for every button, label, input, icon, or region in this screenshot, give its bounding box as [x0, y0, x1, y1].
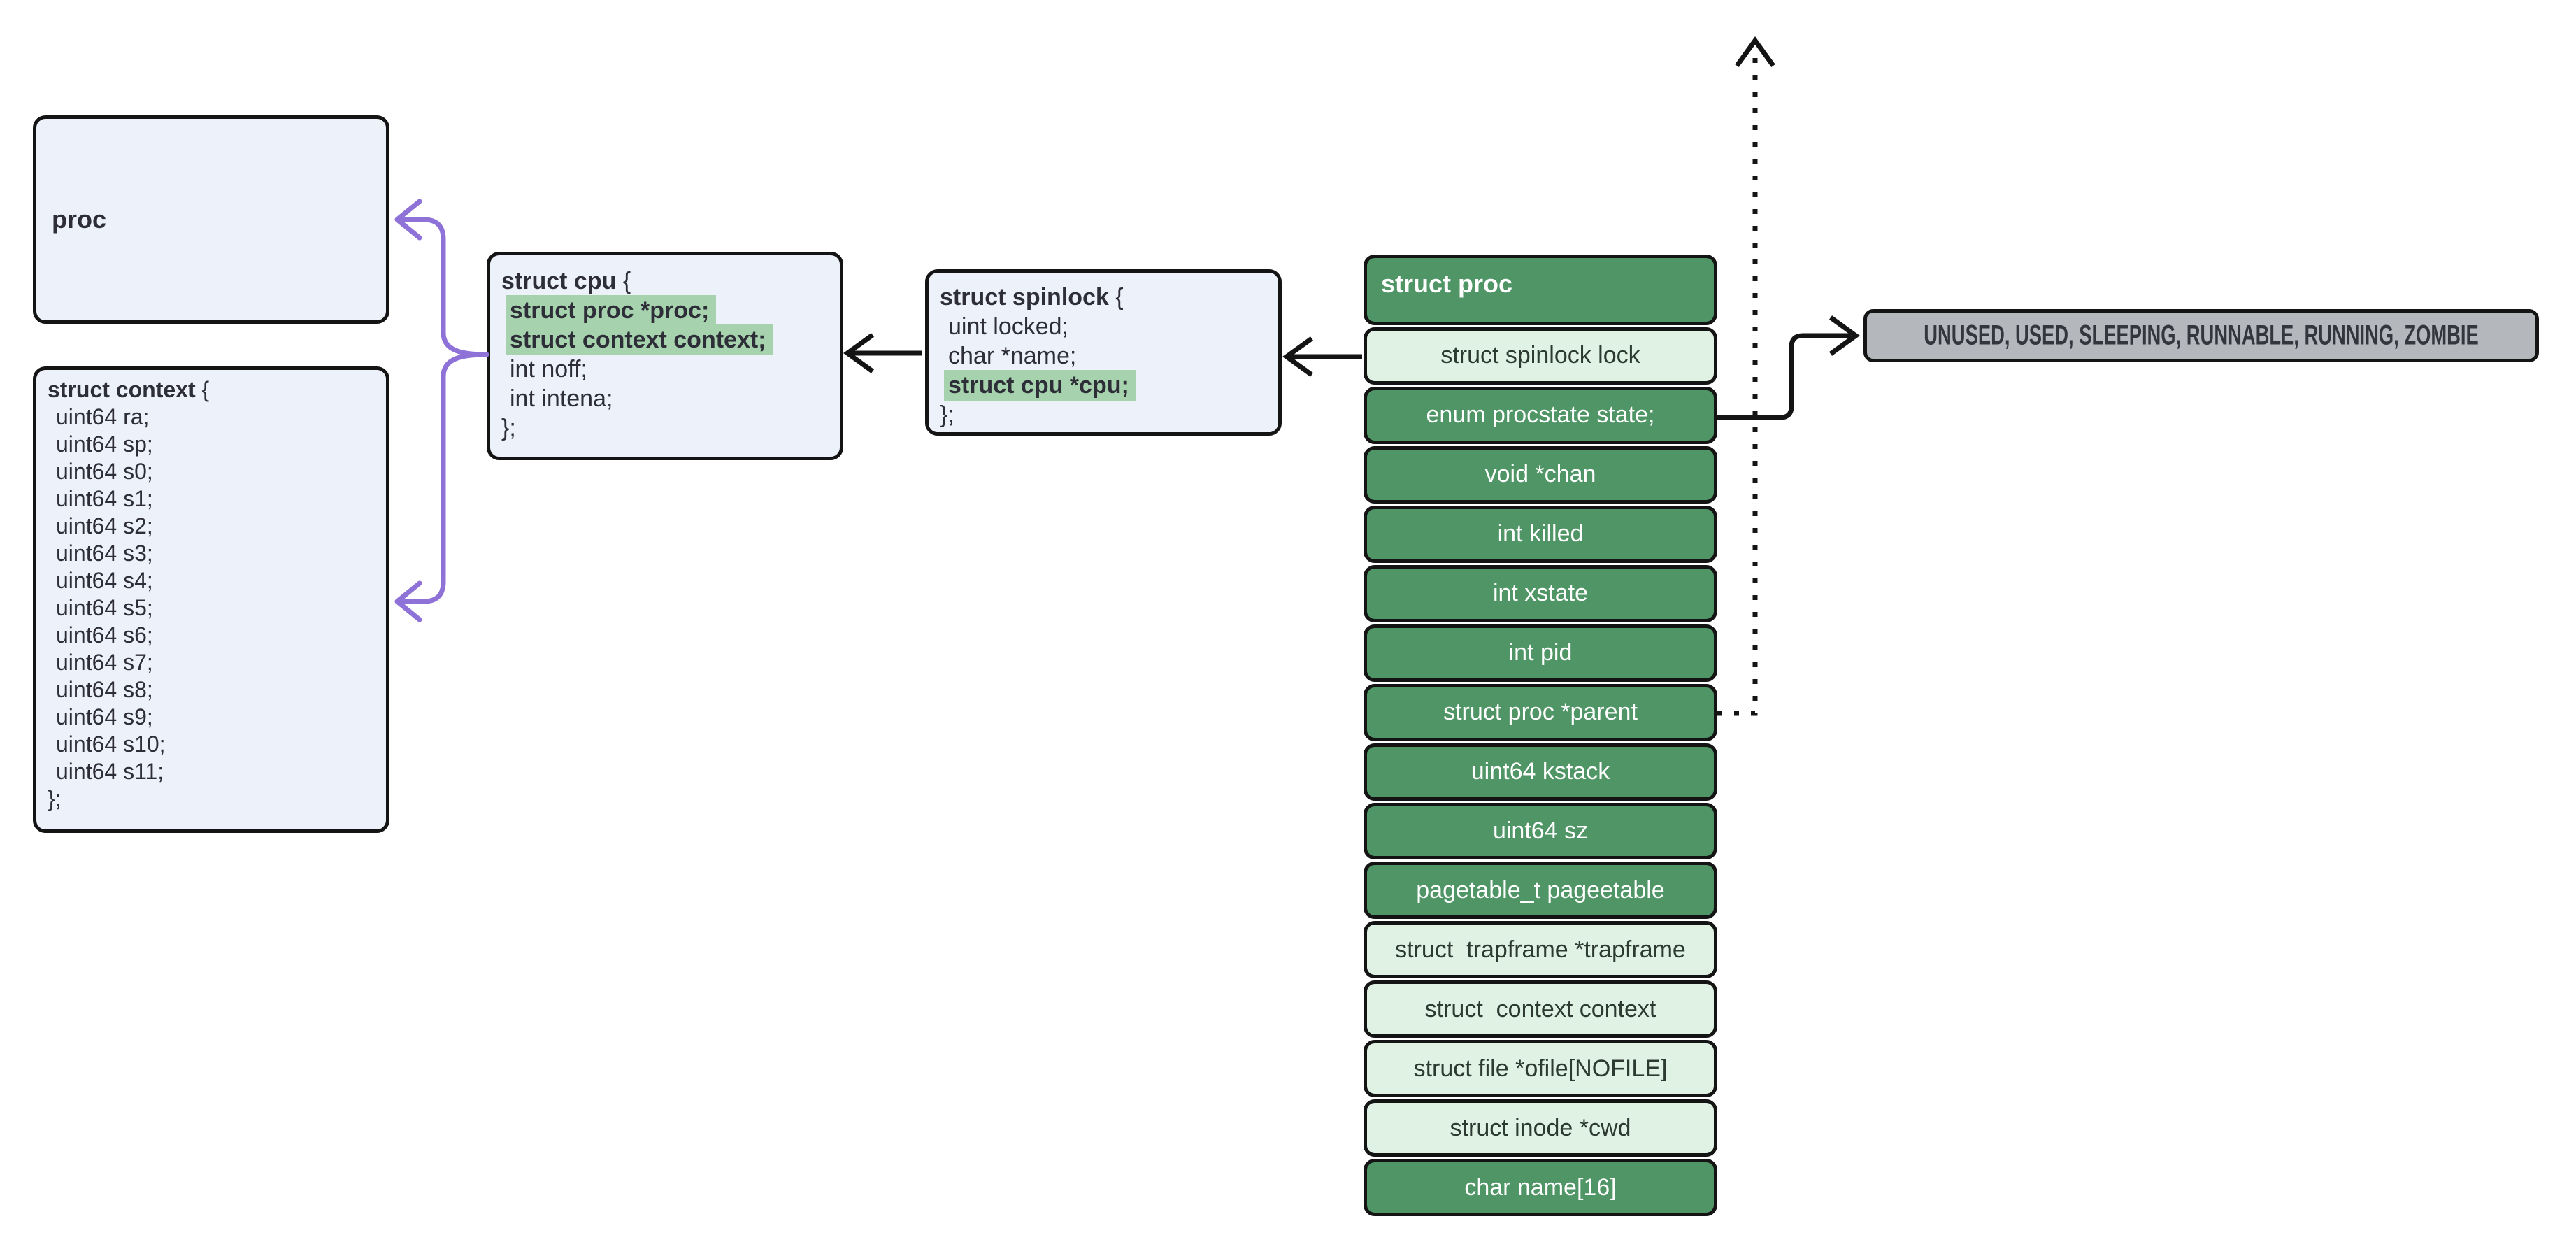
struct-proc-table-header: struct proc — [1364, 255, 1717, 325]
struct-context-box: struct context {uint64 ra;uint64 sp;uint… — [33, 366, 389, 833]
code-line: struct context { — [48, 377, 210, 402]
table-row: struct proc *parent — [1364, 683, 1717, 741]
table-row: struct context context — [1364, 980, 1717, 1039]
code-line: uint64 s11; — [56, 759, 164, 784]
arrow-table-to-spinlock-head — [1282, 336, 1314, 377]
code-line: }; — [501, 415, 516, 441]
table-row: struct spinlock lock — [1364, 327, 1717, 385]
struct-spinlock-box: struct spinlock {uint locked; char *name;… — [925, 269, 1282, 436]
table-row: uint64 kstack — [1364, 743, 1717, 801]
table-row-label: void *chan — [1484, 461, 1596, 488]
code-line: uint locked; — [948, 313, 1068, 340]
code-line: char *name; — [948, 343, 1077, 369]
table-row-label: struct context context — [1424, 995, 1656, 1022]
code-line: struct context context; — [501, 324, 833, 355]
code-line: int intena; — [510, 385, 613, 412]
table-row: void *chan — [1364, 445, 1717, 504]
table-row: struct inode *cwd — [1364, 1099, 1717, 1157]
code-line: }; — [940, 401, 954, 428]
table-row-label: int xstate — [1492, 580, 1589, 607]
table-row: enum procstate state; — [1364, 386, 1717, 444]
table-row-label: struct inode *cwd — [1450, 1114, 1631, 1141]
code-line: uint64 s1; — [56, 486, 153, 511]
code-line: }; — [48, 786, 62, 811]
arrow-state-to-enum-box-head — [1829, 315, 1860, 356]
table-row: pagetable_t pageetable — [1364, 862, 1717, 920]
code-line: uint64 sp; — [56, 431, 153, 457]
code-line: int noff; — [510, 356, 587, 383]
struct-context-code: struct context {uint64 ra;uint64 sp;uint… — [48, 376, 379, 813]
table-row: struct trapframe *trapframe — [1364, 921, 1717, 979]
table-row: int xstate — [1364, 564, 1717, 622]
table-row: struct file *ofile[NOFILE] — [1364, 1040, 1717, 1098]
code-line: struct proc *proc; — [501, 295, 833, 326]
code-line: struct cpu { — [501, 268, 631, 294]
table-row: uint64 sz — [1364, 802, 1717, 860]
arrow-parent-dotted-head — [1735, 36, 1775, 68]
procstate-enum-label: UNUSED, USED, SLEEPING, RUNNABLE, RUNNIN… — [1924, 320, 2479, 351]
code-line: struct cpu *cpu; — [940, 370, 1271, 401]
table-row-label: enum procstate state; — [1426, 401, 1655, 429]
code-line: uint64 s5; — [56, 595, 153, 620]
table-row-label: char name[16] — [1464, 1173, 1617, 1201]
table-row-label: int killed — [1497, 520, 1584, 548]
code-line: uint64 s7; — [56, 650, 153, 675]
table-row-label: struct file *ofile[NOFILE] — [1413, 1055, 1668, 1082]
table-row-label: pagetable_t pageetable — [1416, 876, 1665, 904]
table-row-label: uint64 sz — [1492, 817, 1589, 844]
arrow-state-to-enum-box — [1715, 333, 1852, 420]
code-line: uint64 s4; — [56, 568, 153, 593]
struct-proc-table-rows: struct spinlock lock enum procstate state… — [1364, 327, 1717, 1217]
table-row-label: int pid — [1508, 639, 1573, 666]
table-row-label: struct proc *parent — [1443, 699, 1638, 726]
arrow-cpu-to-proc — [400, 217, 489, 357]
table-row: char name[16] — [1364, 1159, 1717, 1217]
arrow-cpu-to-context — [400, 352, 489, 604]
code-line: uint64 s9; — [56, 704, 153, 729]
code-line: uint64 ra; — [56, 404, 150, 429]
procstate-enum-box: UNUSED, USED, SLEEPING, RUNNABLE, RUNNIN… — [1863, 309, 2539, 362]
code-line: uint64 s3; — [56, 541, 153, 566]
proc-box: proc — [33, 115, 389, 324]
code-line: uint64 s8; — [56, 677, 153, 702]
struct-proc-table: struct proc struct spinlock lock enum pro… — [1364, 255, 1717, 1217]
struct-cpu-code: struct cpu {struct proc *proc;struct con… — [501, 266, 833, 443]
table-row: int killed — [1364, 505, 1717, 563]
table-row-label: struct trapframe *trapframe — [1395, 936, 1686, 963]
arrow-cpu-to-proc-head — [394, 199, 422, 241]
struct-cpu-box: struct cpu {struct proc *proc;struct con… — [487, 252, 843, 460]
code-line: uint64 s2; — [56, 513, 153, 538]
arrow-parent-dotted — [1717, 49, 1758, 716]
code-line: uint64 s0; — [56, 459, 153, 484]
struct-spinlock-code: struct spinlock {uint locked; char *name;… — [940, 283, 1271, 429]
arrow-cpu-to-context-head — [394, 580, 422, 622]
table-row-label: uint64 kstack — [1471, 758, 1610, 785]
proc-box-label: proc — [52, 205, 107, 234]
table-row-label: struct spinlock lock — [1440, 342, 1640, 369]
arrow-spinlock-to-cpu-head — [843, 333, 875, 373]
table-row: int pid — [1364, 624, 1717, 682]
code-line: uint64 s6; — [56, 622, 153, 648]
code-line: struct spinlock { — [940, 284, 1124, 311]
code-line: uint64 s10; — [56, 731, 166, 757]
